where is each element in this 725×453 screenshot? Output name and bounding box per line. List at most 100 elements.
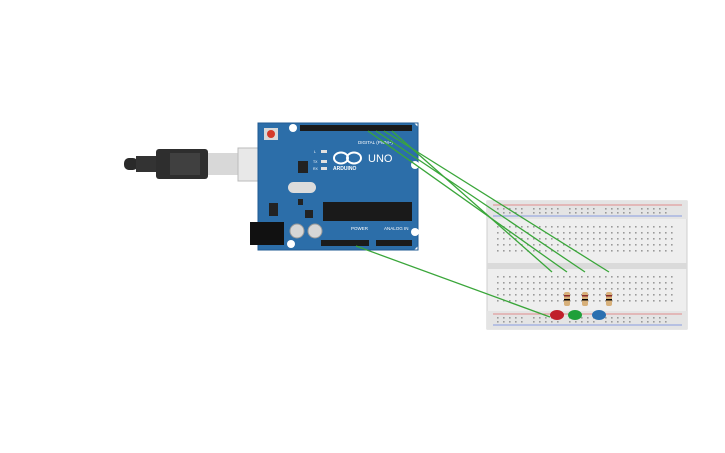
breadboard-hole[interactable] (575, 212, 577, 214)
breadboard-hole[interactable] (503, 238, 505, 240)
breadboard-hole[interactable] (605, 317, 607, 319)
breadboard-hole[interactable] (593, 300, 595, 302)
breadboard-hole[interactable] (647, 208, 649, 210)
breadboard-hole[interactable] (509, 276, 511, 278)
breadboard-hole[interactable] (599, 300, 601, 302)
breadboard-hole[interactable] (527, 282, 529, 284)
breadboard-hole[interactable] (503, 244, 505, 246)
breadboard-hole[interactable] (611, 208, 613, 210)
breadboard-hole[interactable] (629, 321, 631, 323)
breadboard-hole[interactable] (575, 282, 577, 284)
breadboard-hole[interactable] (509, 300, 511, 302)
breadboard-hole[interactable] (617, 212, 619, 214)
breadboard-hole[interactable] (521, 317, 523, 319)
breadboard-hole[interactable] (647, 288, 649, 290)
breadboard-hole[interactable] (509, 232, 511, 234)
breadboard-hole[interactable] (641, 276, 643, 278)
breadboard-hole[interactable] (557, 300, 559, 302)
breadboard-hole[interactable] (617, 208, 619, 210)
breadboard-hole[interactable] (617, 238, 619, 240)
breadboard-hole[interactable] (527, 294, 529, 296)
breadboard-hole[interactable] (623, 321, 625, 323)
breadboard-hole[interactable] (551, 276, 553, 278)
breadboard-hole[interactable] (521, 288, 523, 290)
breadboard-hole[interactable] (605, 300, 607, 302)
breadboard-hole[interactable] (617, 317, 619, 319)
breadboard-hole[interactable] (659, 244, 661, 246)
breadboard-hole[interactable] (515, 212, 517, 214)
breadboard-hole[interactable] (581, 276, 583, 278)
breadboard-hole[interactable] (641, 238, 643, 240)
breadboard-hole[interactable] (515, 226, 517, 228)
breadboard-hole[interactable] (503, 300, 505, 302)
breadboard-hole[interactable] (497, 232, 499, 234)
breadboard-hole[interactable] (545, 212, 547, 214)
breadboard-hole[interactable] (581, 321, 583, 323)
breadboard-hole[interactable] (659, 226, 661, 228)
breadboard-hole[interactable] (593, 208, 595, 210)
breadboard-hole[interactable] (545, 282, 547, 284)
breadboard-hole[interactable] (533, 238, 535, 240)
breadboard-hole[interactable] (635, 250, 637, 252)
breadboard-hole[interactable] (575, 288, 577, 290)
breadboard-hole[interactable] (605, 282, 607, 284)
breadboard-hole[interactable] (659, 276, 661, 278)
breadboard-hole[interactable] (557, 288, 559, 290)
breadboard-hole[interactable] (593, 212, 595, 214)
breadboard-hole[interactable] (515, 244, 517, 246)
breadboard-hole[interactable] (575, 276, 577, 278)
breadboard-hole[interactable] (647, 238, 649, 240)
breadboard-hole[interactable] (575, 208, 577, 210)
breadboard-hole[interactable] (503, 321, 505, 323)
breadboard-hole[interactable] (647, 294, 649, 296)
breadboard-hole[interactable] (539, 208, 541, 210)
breadboard-hole[interactable] (599, 244, 601, 246)
breadboard-hole[interactable] (515, 208, 517, 210)
breadboard-hole[interactable] (605, 244, 607, 246)
breadboard-hole[interactable] (617, 294, 619, 296)
breadboard-hole[interactable] (611, 250, 613, 252)
breadboard-hole[interactable] (587, 226, 589, 228)
breadboard-hole[interactable] (641, 250, 643, 252)
breadboard-hole[interactable] (671, 282, 673, 284)
breadboard-hole[interactable] (533, 300, 535, 302)
breadboard-hole[interactable] (641, 208, 643, 210)
breadboard-hole[interactable] (629, 282, 631, 284)
breadboard-hole[interactable] (527, 226, 529, 228)
breadboard-hole[interactable] (647, 212, 649, 214)
breadboard-hole[interactable] (659, 317, 661, 319)
breadboard-hole[interactable] (647, 250, 649, 252)
breadboard-hole[interactable] (569, 276, 571, 278)
breadboard-hole[interactable] (665, 212, 667, 214)
breadboard-hole[interactable] (665, 244, 667, 246)
breadboard-hole[interactable] (653, 276, 655, 278)
breadboard-hole[interactable] (569, 321, 571, 323)
breadboard-hole[interactable] (599, 276, 601, 278)
breadboard-hole[interactable] (665, 238, 667, 240)
breadboard-hole[interactable] (623, 208, 625, 210)
breadboard-hole[interactable] (641, 317, 643, 319)
breadboard-hole[interactable] (653, 212, 655, 214)
breadboard-hole[interactable] (509, 294, 511, 296)
breadboard-hole[interactable] (575, 244, 577, 246)
breadboard-hole[interactable] (533, 317, 535, 319)
breadboard-hole[interactable] (647, 226, 649, 228)
breadboard-hole[interactable] (587, 244, 589, 246)
breadboard-hole[interactable] (551, 282, 553, 284)
breadboard-hole[interactable] (665, 250, 667, 252)
breadboard-hole[interactable] (575, 300, 577, 302)
breadboard-hole[interactable] (497, 288, 499, 290)
breadboard-hole[interactable] (593, 282, 595, 284)
breadboard-hole[interactable] (587, 208, 589, 210)
breadboard-hole[interactable] (599, 294, 601, 296)
breadboard-hole[interactable] (563, 300, 565, 302)
breadboard-hole[interactable] (659, 288, 661, 290)
breadboard-hole[interactable] (641, 294, 643, 296)
breadboard-hole[interactable] (497, 226, 499, 228)
breadboard-hole[interactable] (671, 238, 673, 240)
breadboard-hole[interactable] (635, 294, 637, 296)
breadboard-hole[interactable] (623, 244, 625, 246)
breadboard-hole[interactable] (581, 238, 583, 240)
breadboard-hole[interactable] (611, 321, 613, 323)
breadboard-hole[interactable] (539, 282, 541, 284)
